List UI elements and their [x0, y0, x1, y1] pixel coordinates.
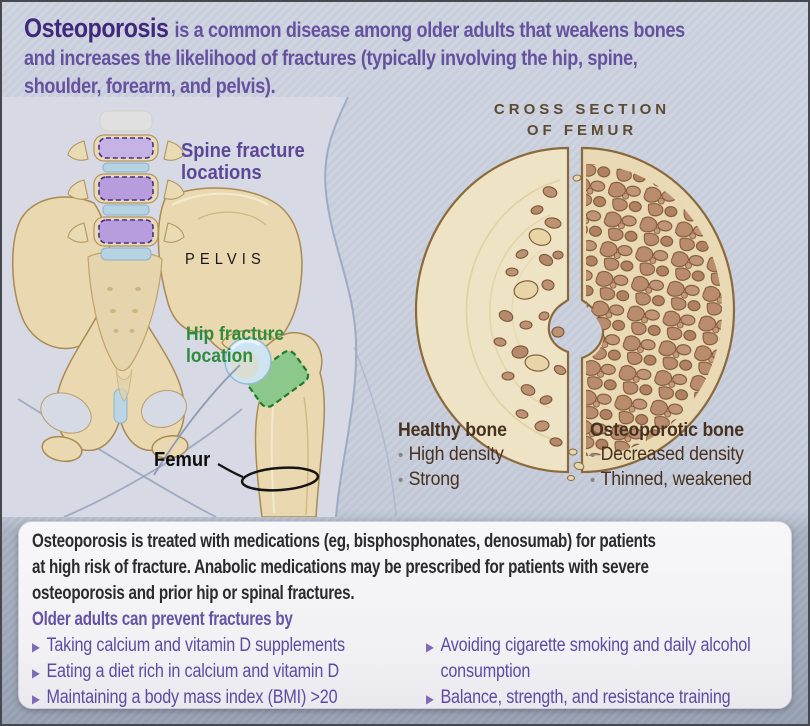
osteoporotic-trabecular-fill — [586, 164, 722, 456]
healthy-bone-caption: Healthy bone •High density •Strong — [398, 419, 507, 493]
prevention-item-text: Avoiding cigarette smoking and daily alc… — [440, 635, 751, 682]
ghost-vertebra — [99, 110, 153, 132]
treatment-paragraph-line-1: Osteoporosis is treated with medications… — [32, 531, 656, 552]
spine-fracture-highlight-1 — [98, 137, 154, 159]
obturator-foramen-left — [40, 392, 92, 434]
prevention-heading: Older adults can prevent fractures by — [32, 609, 293, 630]
header-line-3: shoulder, forearm, and pelvis). — [24, 75, 276, 98]
femoral-head-bone — [231, 351, 259, 379]
cross-section-title-line-1: CROSS SECTION — [493, 101, 671, 118]
osteoporotic-bone-title: Osteoporotic bone — [590, 420, 744, 441]
femur-ellipse-marker — [240, 466, 320, 492]
pelvis-spine-illustration — [2, 97, 397, 517]
iliac-crest-highlight — [171, 192, 269, 206]
healthy-growth-ring-1 — [465, 179, 561, 443]
disc-1 — [102, 162, 150, 173]
spine-fracture-highlight-3 — [98, 219, 154, 244]
header-line-2: and increases the likelihood of fracture… — [24, 47, 638, 70]
prevention-columns: ▶ Taking calcium and vitamin D supplement… — [32, 633, 791, 708]
header-line-1-rest: is a common disease among older adults t… — [174, 19, 686, 42]
triangle-bullet-icon: ▶ — [426, 640, 434, 654]
sacral-foramina — [107, 287, 141, 333]
thigh-contour-line — [353, 346, 397, 517]
torso-contour-line — [324, 97, 358, 517]
disc-3 — [100, 247, 152, 261]
femur-pointer-line — [217, 463, 244, 479]
treatment-paragraph-line-2: at high risk of fracture. Anabolic medic… — [32, 557, 649, 578]
triangle-bullet-icon: ▶ — [426, 692, 434, 706]
triangle-bullet-icon: ▶ — [32, 692, 40, 706]
prevention-column-1: ▶ Taking calcium and vitamin D supplement… — [32, 633, 426, 708]
cross-section-title: CROSS SECTION OF FEMUR — [417, 99, 747, 141]
hip-label-pointer-line — [153, 364, 241, 476]
coccyx — [115, 368, 133, 402]
prevention-item-text: Taking calcium and vitamin D supplements — [46, 635, 345, 656]
prevention-item: ▶ Eating a diet rich in calcium and vitam… — [32, 659, 367, 685]
prevention-item: ▶ Maintaining a body mass index (BMI) >20 — [32, 685, 367, 708]
triangle-bullet-icon: ▶ — [32, 640, 40, 654]
bone-fragments — [567, 174, 585, 481]
thigh-crease-right — [63, 408, 243, 517]
healthy-bullet-2-text: Strong — [408, 469, 460, 490]
healthy-bullet-1: •High density — [398, 443, 507, 468]
prevention-item: ▶ Taking calcium and vitamin D supplement… — [32, 633, 367, 659]
obturator-foramen-right — [140, 389, 188, 429]
osteoporotic-bullet-2: •Thinned, weakened — [590, 468, 752, 493]
prevention-item: ▶ Balance, strength, and resistance train… — [426, 685, 774, 708]
ischium-left — [41, 435, 83, 463]
dot-icon: • — [590, 472, 596, 489]
femur-label: Femur — [154, 449, 211, 471]
iliac-crest-shading — [197, 211, 267, 226]
femur-shading — [303, 396, 309, 516]
spine-column — [67, 110, 185, 261]
triangle-bullet-icon: ▶ — [32, 666, 40, 680]
osteoporotic-bullet-2-text: Thinned, weakened — [600, 469, 752, 490]
dot-icon: • — [398, 472, 404, 489]
prevention-column-2: ▶ Avoiding cigarette smoking and daily al… — [426, 633, 791, 708]
osteoporotic-bone-caption: Osteoporotic bone •Decreased density •Th… — [590, 419, 752, 493]
disc-2 — [102, 204, 150, 216]
page-title: Osteoporosis — [24, 13, 169, 43]
healthy-bullet-2: •Strong — [398, 468, 507, 493]
healthy-trabecular-patch — [493, 186, 567, 447]
hip-fracture-label: Hip fracture location — [186, 324, 285, 367]
osteoporotic-bullet-1: •Decreased density — [590, 443, 752, 468]
treatment-info-box: Osteoporosis is treated with medications… — [18, 521, 792, 709]
prevention-item-text: Eating a diet rich in calcium and vitami… — [46, 661, 339, 682]
healthy-bone-title: Healthy bone — [398, 420, 507, 441]
pelvis-label: PELVIS — [185, 251, 266, 268]
femur-cross-section-illustration — [414, 146, 736, 481]
ischium-right — [151, 435, 189, 459]
treatment-paragraph-line-3: osteoporosis and prior hip or spinal fra… — [32, 583, 355, 604]
prevention-item-text: Balance, strength, and resistance traini… — [440, 687, 731, 708]
dot-icon: • — [398, 447, 404, 464]
spine-fracture-highlight-2 — [98, 176, 154, 201]
femur-highlight — [270, 396, 275, 514]
spine-fracture-label: Spine fracture locations — [181, 140, 305, 184]
prevention-item: ▶ Avoiding cigarette smoking and daily al… — [426, 633, 774, 685]
osteoporotic-bullet-1-text: Decreased density — [600, 444, 744, 465]
prevention-item-text: Maintaining a body mass index (BMI) >20 — [46, 687, 338, 708]
femoral-head-shine — [230, 339, 261, 350]
dot-icon: • — [590, 447, 596, 464]
cross-section-title-line-2: OF FEMUR — [526, 122, 638, 139]
healthy-bullet-1-text: High density — [408, 444, 504, 465]
transverse-processes — [67, 140, 185, 243]
